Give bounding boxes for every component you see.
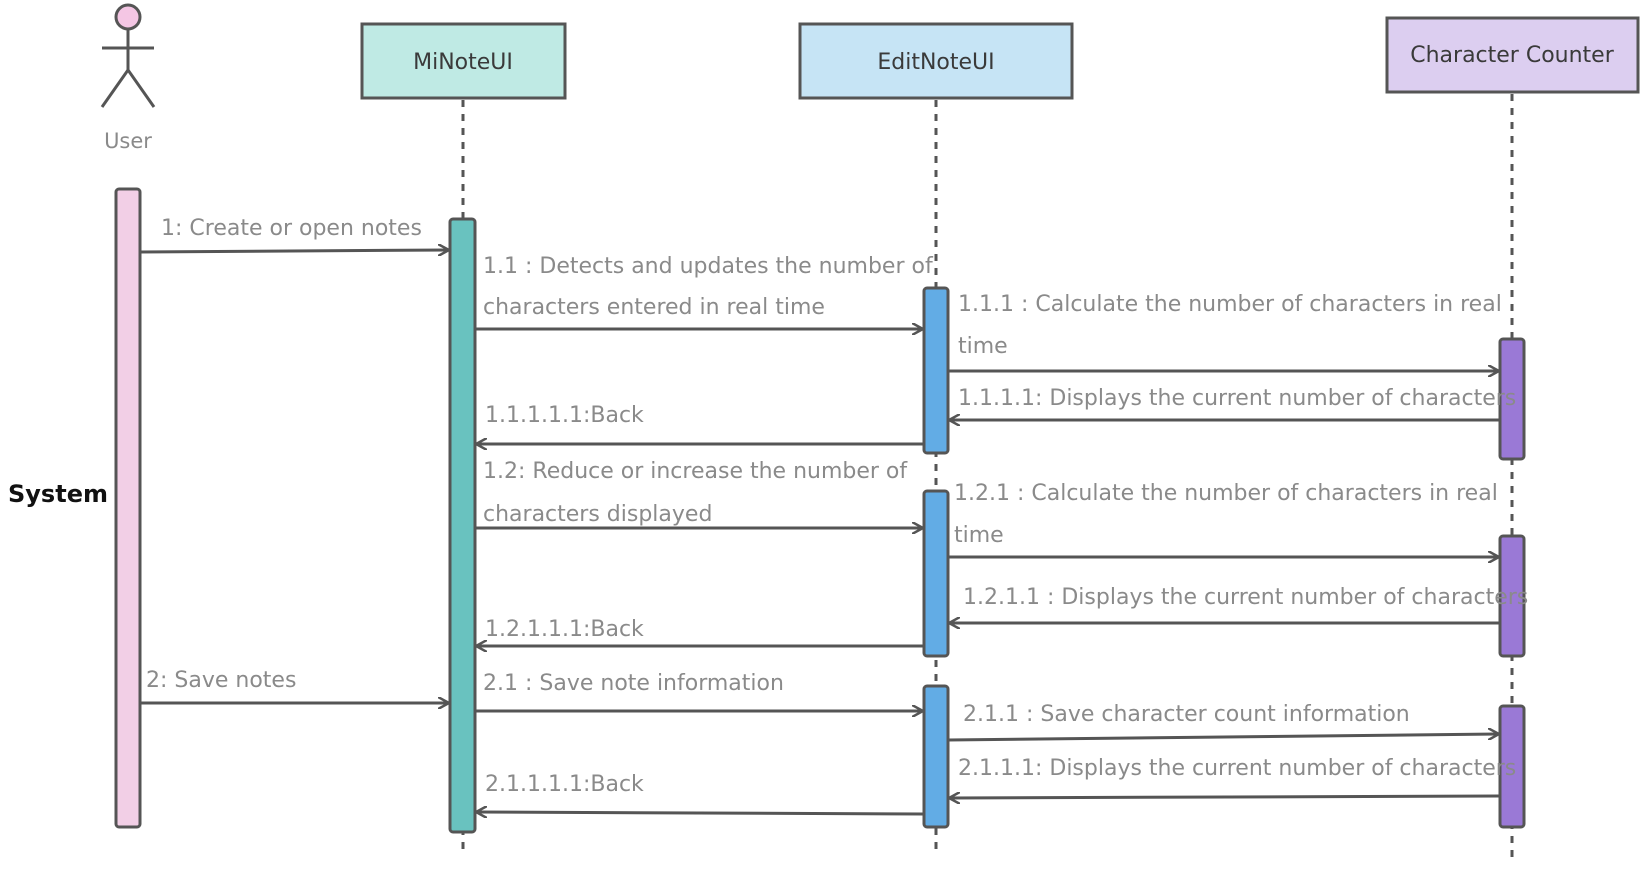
message-label: time xyxy=(954,523,1004,548)
message-arrow xyxy=(477,812,925,814)
message-label: characters displayed xyxy=(483,502,712,527)
actor-label: User xyxy=(104,129,152,153)
participant-minoteui: MiNoteUI xyxy=(360,22,567,100)
message-label: 2.1.1.1: Displays the current number of … xyxy=(958,756,1516,781)
activation-bar-editnoteui xyxy=(922,286,950,455)
activation-bar-user xyxy=(114,187,142,829)
message-label: 2.1.1 : Save character count information xyxy=(963,702,1410,727)
actor-left-leg xyxy=(100,69,130,108)
message-label: 1.2.1 : Calculate the number of characte… xyxy=(954,481,1498,506)
activation-bar-minoteui xyxy=(448,217,477,834)
activation-bar-editnoteui xyxy=(922,684,950,829)
message-label: 2.1.1.1.1:Back xyxy=(485,772,644,797)
message-label: time xyxy=(958,334,1008,359)
message-label: 1.1.1.1: Displays the current number of … xyxy=(958,386,1516,411)
actor-user: User xyxy=(100,3,156,153)
system-label: System xyxy=(8,480,108,508)
activation-bar-editnoteui xyxy=(922,489,950,658)
participant-label: EditNoteUI xyxy=(877,50,994,75)
actor-right-leg xyxy=(126,69,156,108)
activation-bar-character-counter xyxy=(1498,534,1526,658)
message-label: 1.1.1 : Calculate the number of characte… xyxy=(958,292,1502,317)
message-arrow xyxy=(139,250,448,252)
message-label: 1.1 : Detects and updates the number of xyxy=(483,254,934,279)
message-label: characters entered in real time xyxy=(483,295,825,320)
message-label: 2.1 : Save note information xyxy=(483,671,784,696)
participant-box xyxy=(1385,16,1640,94)
message-label: 1.2: Reduce or increase the number of xyxy=(483,459,908,484)
participant-label: Character Counter xyxy=(1410,43,1614,68)
message-label: 1: Create or open notes xyxy=(161,216,422,241)
message-label: 1.1.1.1.1:Back xyxy=(485,403,644,428)
activation-bar-character-counter xyxy=(1498,337,1526,461)
message-label: 2: Save notes xyxy=(146,668,296,693)
participant-label: MiNoteUI xyxy=(413,50,513,75)
message-arrow xyxy=(947,734,1498,742)
message-label: 1.2.1.1.1:Back xyxy=(485,617,644,642)
actor-head xyxy=(114,3,142,31)
participant-editnoteui: EditNoteUI xyxy=(798,22,1074,100)
message-arrow xyxy=(950,796,1501,798)
participant-box xyxy=(798,22,1074,100)
activation-bar-character-counter xyxy=(1498,704,1526,829)
participant-character-counter: Character Counter xyxy=(1385,16,1640,94)
message-label: 1.2.1.1 : Displays the current number of… xyxy=(963,585,1528,610)
participant-box xyxy=(360,22,567,100)
